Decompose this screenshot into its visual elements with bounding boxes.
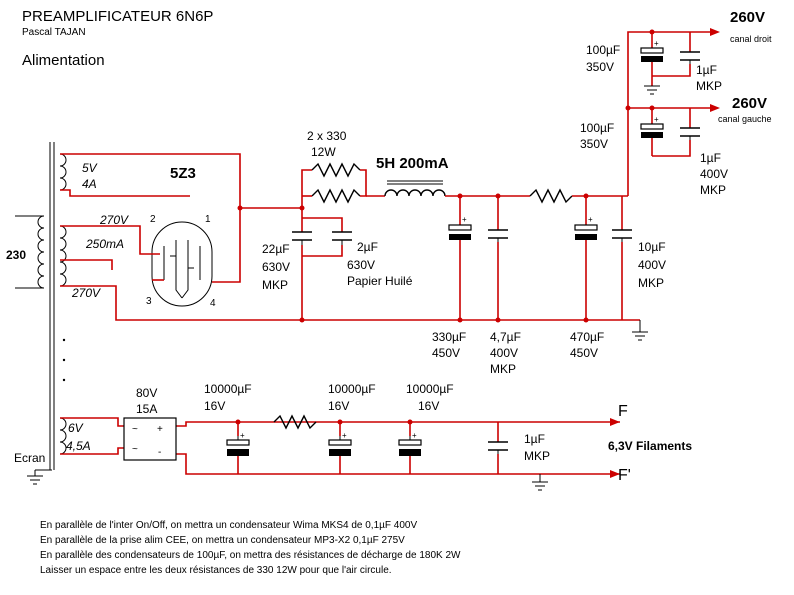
c4-voltage: 400V (490, 346, 518, 360)
c6-type: MKP (638, 276, 664, 290)
winding-270v-b-label: 270V (71, 286, 101, 300)
rectifier-tube-5z3 (151, 221, 213, 307)
lv-c2-voltage: 16V (328, 399, 349, 413)
c1-type: MKP (262, 278, 288, 292)
tube-pin-3: 3 (146, 296, 152, 307)
lv-c1-voltage: 16V (204, 399, 225, 413)
c2-value: 2µF (357, 240, 378, 254)
primary-voltage-label: 230 (6, 248, 26, 262)
lv-c3-value: 10000µF (406, 382, 454, 396)
svg-text:+: + (462, 215, 467, 224)
c6-value: 10µF (638, 240, 666, 254)
filament-output-f: F (618, 403, 628, 420)
c2-voltage: 630V (347, 258, 375, 272)
note-line: En parallèle de la prise alim CEE, on me… (40, 535, 405, 546)
resistor-value-label: 2 x 330 (307, 129, 347, 143)
winding-4a-label: 4A (82, 177, 97, 191)
section-title: Alimentation (22, 52, 105, 69)
c3-value: 330µF (432, 330, 466, 344)
winding-6v-label: 6V (68, 421, 84, 435)
c5-voltage: 450V (570, 346, 598, 360)
c4-type: MKP (490, 362, 516, 376)
note-line: Laisser un espace entre les deux résista… (40, 565, 392, 576)
winding-4-5a-label: 4,5A (66, 439, 91, 453)
bridge-minus: - (158, 447, 161, 458)
tube-pin-1: 1 (205, 214, 211, 225)
note-line: En parallèle de l'inter On/Off, on mettr… (40, 520, 417, 531)
out2-film-value: 1µF (700, 151, 721, 165)
bridge-ac-in-1: ~ (132, 424, 138, 435)
screen-label: Ecran (14, 451, 45, 465)
bridge-voltage: 80V (136, 386, 157, 400)
out1-film-type: MKP (696, 79, 722, 93)
svg-text:+: + (588, 215, 593, 224)
lv-capacitors: + + + (226, 431, 508, 456)
filament-voltage-label: 6,3V Filaments (608, 439, 692, 453)
output-left-voltage: 260V (732, 95, 767, 112)
out1-film-value: 1µF (696, 63, 717, 77)
hv-wiring (60, 31, 710, 341)
lv-wiring (60, 414, 620, 491)
hv-capacitors: + + + + (292, 39, 700, 245)
lv-c2-value: 10000µF (328, 382, 376, 396)
tube-pin-2: 2 (150, 214, 156, 225)
c1-voltage: 630V (262, 260, 290, 274)
winding-5v-label: 5V (82, 161, 98, 175)
output-arrow-left-channel (710, 104, 720, 112)
choke-label: 5H 200mA (376, 155, 449, 172)
out1-cap-value: 100µF (586, 43, 620, 57)
c1-value: 22µF (262, 242, 290, 256)
lv-c1-value: 10000µF (204, 382, 252, 396)
winding-250ma-label: 250mA (85, 237, 124, 251)
winding-270v-a-label: 270V (99, 213, 129, 227)
out1-cap-voltage: 350V (586, 60, 614, 74)
svg-text:+: + (240, 431, 245, 440)
c4-value: 4,7µF (490, 330, 521, 344)
filament-output-f-prime: F' (618, 467, 631, 484)
output-right-channel-label: canal droit (730, 34, 772, 44)
tube-pin-4: 4 (210, 298, 216, 309)
bridge-ac-in-2: ~ (132, 444, 138, 455)
svg-text:+: + (654, 115, 659, 124)
mains-transformer: 230 (6, 142, 67, 485)
notes-block: En parallèle de l'inter On/Off, on mettr… (40, 520, 461, 576)
lv-c4-value: 1µF (524, 432, 545, 446)
note-line: En parallèle des condensateurs de 100µF,… (40, 550, 461, 561)
output-left-channel-label: canal gauche (718, 114, 772, 124)
bridge-current: 15A (136, 402, 157, 416)
svg-text:+: + (654, 39, 659, 48)
output-arrow-right-channel (710, 28, 720, 36)
output-right-voltage: 260V (730, 9, 765, 26)
out2-cap-voltage: 350V (580, 137, 608, 151)
out2-cap-value: 100µF (580, 121, 614, 135)
lv-c3-voltage: 16V (418, 399, 439, 413)
bridge-plus: + (157, 424, 163, 435)
out2-film-type: MKP (700, 183, 726, 197)
out2-film-voltage: 400V (700, 167, 728, 181)
tube-type-label: 5Z3 (170, 165, 196, 182)
bridge-rectifier (123, 417, 177, 461)
c5-value: 470µF (570, 330, 604, 344)
c3-voltage: 450V (432, 346, 460, 360)
filament-output-arrow-f-prime (610, 470, 620, 478)
schematic-title: PREAMPLIFICATEUR 6N6P (22, 8, 213, 25)
c2-type: Papier Huilé (347, 274, 413, 288)
lv-c4-type: MKP (524, 449, 550, 463)
svg-text:+: + (412, 431, 417, 440)
c6-voltage: 400V (638, 258, 666, 272)
svg-text:+: + (342, 431, 347, 440)
filament-output-arrow-f (610, 418, 620, 426)
resistor-power-label: 12W (311, 145, 336, 159)
author-name: Pascal TAJAN (22, 27, 86, 38)
